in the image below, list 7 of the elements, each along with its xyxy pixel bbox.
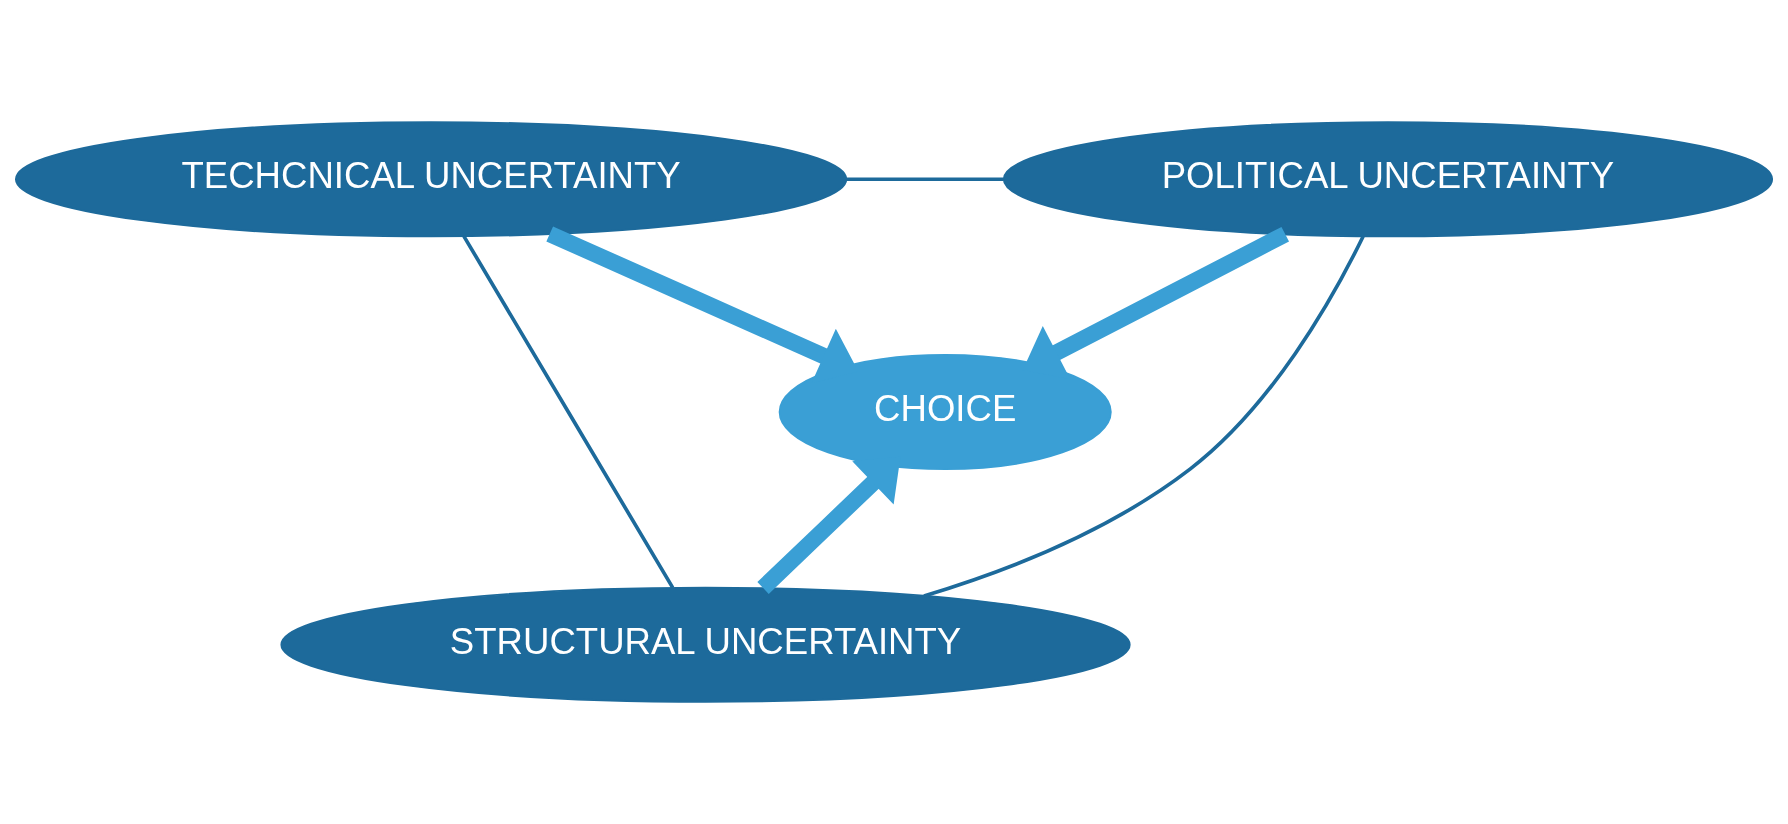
node-ellipse: POLITICAL UNCERTAINTY — [1002, 121, 1774, 238]
connector — [462, 235, 675, 589]
node-ellipse: STRUCTURAL UNCERTAINTY — [280, 586, 1131, 703]
connector — [923, 235, 1365, 598]
node-ellipse: CHOICE — [778, 353, 1112, 471]
connector — [846, 177, 1004, 182]
node-ellipse: TECHCNICAL UNCERTAINTY — [14, 121, 848, 238]
